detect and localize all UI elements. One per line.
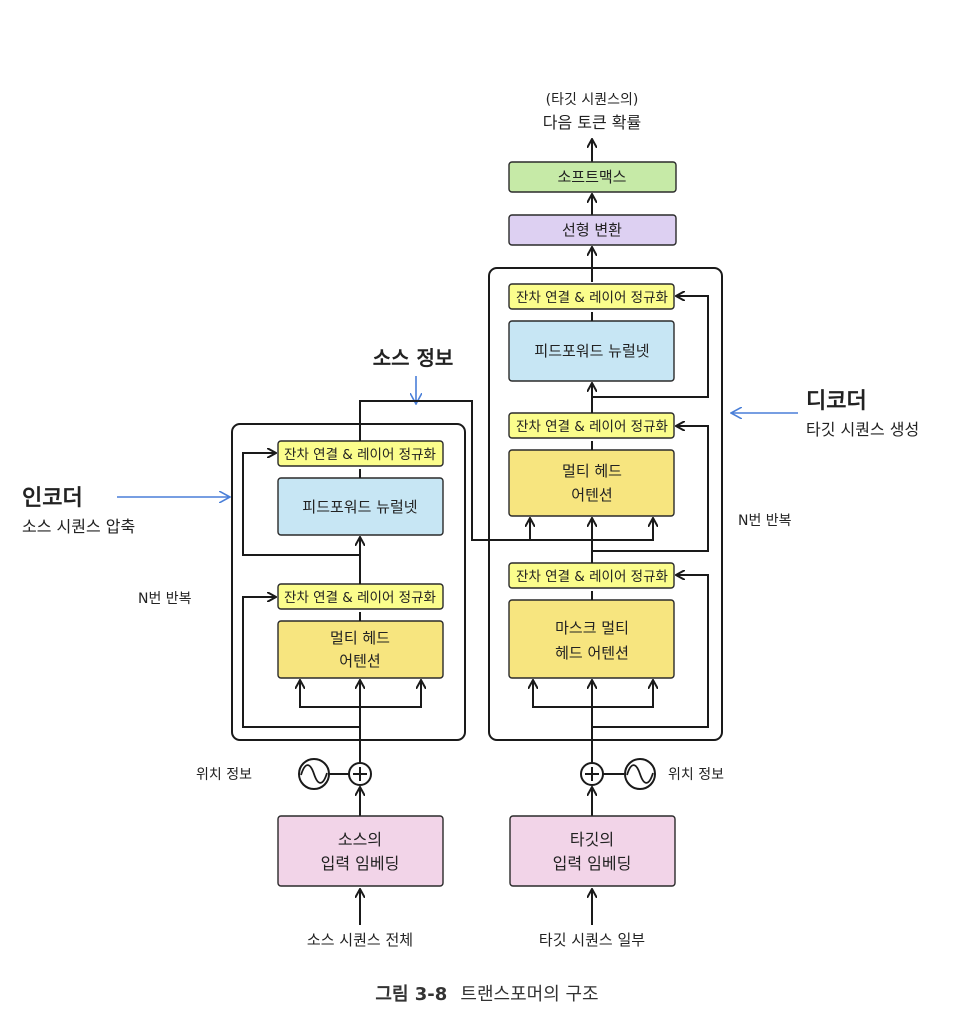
decoder-embedding-label-1: 타깃의 xyxy=(570,830,614,849)
decoder-feedforward-label: 피드포워드 뉴럴넷 xyxy=(534,342,649,360)
decoder-residual-lower xyxy=(592,575,709,728)
encoder-repeat-label: N번 반복 xyxy=(138,591,192,607)
decoder-masked-input-left xyxy=(533,681,592,708)
decoder-masked-input-right xyxy=(592,681,653,708)
decoder-masked-attention-label-2: 헤드 어텐션 xyxy=(555,644,629,662)
softmax-box xyxy=(508,161,677,193)
decoder-masked-attention xyxy=(508,599,675,679)
caption-number: 그림 3-8 xyxy=(375,984,447,1005)
encoder-feedforward-label: 피드포워드 뉴럴넷 xyxy=(302,498,417,516)
encoder-addnorm-bottom-label: 잔차 연결 & 레이어 정규화 xyxy=(284,590,436,606)
decoder-sine-wave xyxy=(626,764,654,784)
linear-box xyxy=(508,214,677,246)
encoder-embedding-label-1: 소스의 xyxy=(338,830,382,849)
encoder-embedding-label-2: 입력 임베딩 xyxy=(321,854,400,873)
encoder-pos-label: 위치 정보 xyxy=(196,767,252,783)
decoder-masked-attention-label-1: 마스크 멀티 xyxy=(555,619,629,637)
decoder-cross-attention-label-1: 멀티 헤드 xyxy=(562,462,622,480)
decoder-residual-upper xyxy=(592,296,709,398)
encoder-output-line xyxy=(359,400,592,541)
encoder-attn-input-right xyxy=(360,681,421,708)
decoder-input-label: 타깃 시퀀스 일부 xyxy=(539,931,645,949)
decoder-embedding xyxy=(509,815,676,887)
encoder-title: 인코더 xyxy=(22,486,83,511)
encoder-residual-upper xyxy=(242,453,360,556)
decoder-addnorm-mid-label: 잔차 연결 & 레이어 정규화 xyxy=(516,419,668,435)
decoder-repeat-label: N번 반복 xyxy=(738,513,792,529)
decoder-subtitle: 타깃 시퀀스 생성 xyxy=(806,420,919,439)
decoder-cross-attention-label-2: 어텐션 xyxy=(571,486,612,504)
figure-caption: 그림 3-8 트랜스포머의 구조 xyxy=(375,984,598,1005)
output-label-line1: (타깃 시퀀스의) xyxy=(546,92,639,108)
encoder-attention-label-2: 어텐션 xyxy=(339,652,380,670)
decoder-pos-label: 위치 정보 xyxy=(668,767,724,783)
encoder-frame xyxy=(231,423,466,741)
encoder-input-label: 소스 시퀀스 전체 xyxy=(307,931,413,949)
decoder-addnorm-top-label: 잔차 연결 & 레이어 정규화 xyxy=(516,290,668,306)
encoder-attn-input-left xyxy=(300,681,360,708)
decoder-frame xyxy=(488,267,723,741)
encoder-addnorm-top-label: 잔차 연결 & 레이어 정규화 xyxy=(284,447,436,463)
encoder-residual-lower xyxy=(242,597,360,728)
encoder-attention-label-1: 멀티 헤드 xyxy=(330,629,390,647)
decoder-embedding-label-2: 입력 임베딩 xyxy=(553,854,632,873)
decoder-cross-input-right xyxy=(592,519,653,541)
decoder-cross-attention xyxy=(508,449,675,517)
decoder-title: 디코더 xyxy=(806,389,867,414)
decoder-addnorm-top xyxy=(508,283,675,310)
encoder-embedding xyxy=(277,815,444,887)
softmax-label: 소프트맥스 xyxy=(557,168,626,186)
encoder-sine-wave xyxy=(300,764,328,784)
output-label-line2: 다음 토큰 확률 xyxy=(543,113,642,132)
decoder-residual-middle xyxy=(592,426,709,552)
encoder-subtitle: 소스 시퀀스 압축 xyxy=(22,517,135,536)
linear-label: 선형 변환 xyxy=(562,221,622,239)
caption-text: 트랜스포머의 구조 xyxy=(460,984,598,1005)
source-info-label: 소스 정보 xyxy=(373,346,454,370)
decoder-addnorm-bottom-label: 잔차 연결 & 레이어 정규화 xyxy=(516,569,668,585)
